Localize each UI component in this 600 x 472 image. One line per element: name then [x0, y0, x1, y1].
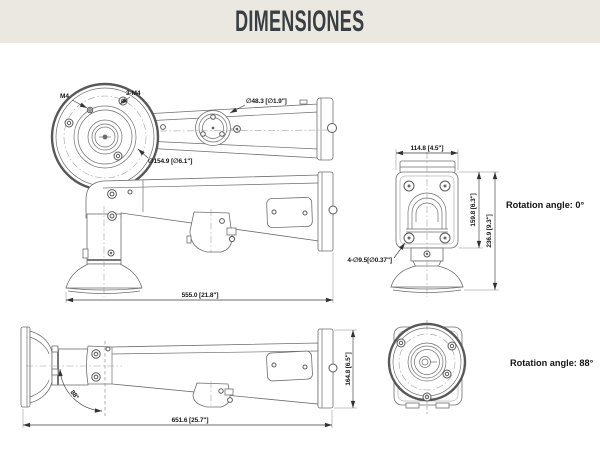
label-dia-48: ∅48.3 [∅1.9"] — [246, 98, 287, 105]
page-title: DIMENSIONES — [235, 4, 365, 38]
dim-width: 114.8 [4.5"] — [411, 145, 444, 152]
mount-front-view: 114.8 [4.5"] 159.8 [6.3"] 236.9 [9.3"] 4… — [347, 145, 585, 297]
label-angle-88: 88° — [68, 389, 80, 402]
label-dia-154: ∅154.9 [∅6.1"] — [148, 158, 192, 165]
label-holes: 4-∅9.5[∅0.37"] — [347, 257, 392, 264]
dim-height-164: 164.8 [6.5"] — [345, 352, 352, 385]
mount-screws-rear — [396, 338, 457, 402]
side-view-88: 88° 651.6 [25.7"] 164.8 [6.5"] — [20, 326, 357, 428]
dim-length-555: 555.0 [21.8"] — [182, 292, 219, 299]
dim-length-651: 651.6 [25.7"] — [172, 417, 209, 424]
rear-view-88: Rotation angle: 88° — [387, 320, 594, 414]
dimensions-diagram: ∅48.3 [∅1.9"] M4 3-M4 ∅15 — [20, 82, 594, 428]
label-m4: M4 — [60, 93, 69, 100]
side-view-0: 555.0 [21.8"] — [65, 171, 338, 303]
section-header: DIMENSIONES — [0, 0, 600, 43]
label-3m4: 3-M4 — [126, 90, 141, 97]
note-rotation-0: Rotation angle: 0° — [506, 200, 585, 210]
dim-outer-height: 236.9 [9.3"] — [486, 214, 493, 247]
note-rotation-88: Rotation angle: 88° — [510, 358, 594, 368]
plate-holes — [403, 180, 451, 244]
dim-inner-height: 159.8 [6.3"] — [470, 193, 477, 226]
top-view-arm: ∅48.3 [∅1.9"] — [143, 97, 338, 161]
